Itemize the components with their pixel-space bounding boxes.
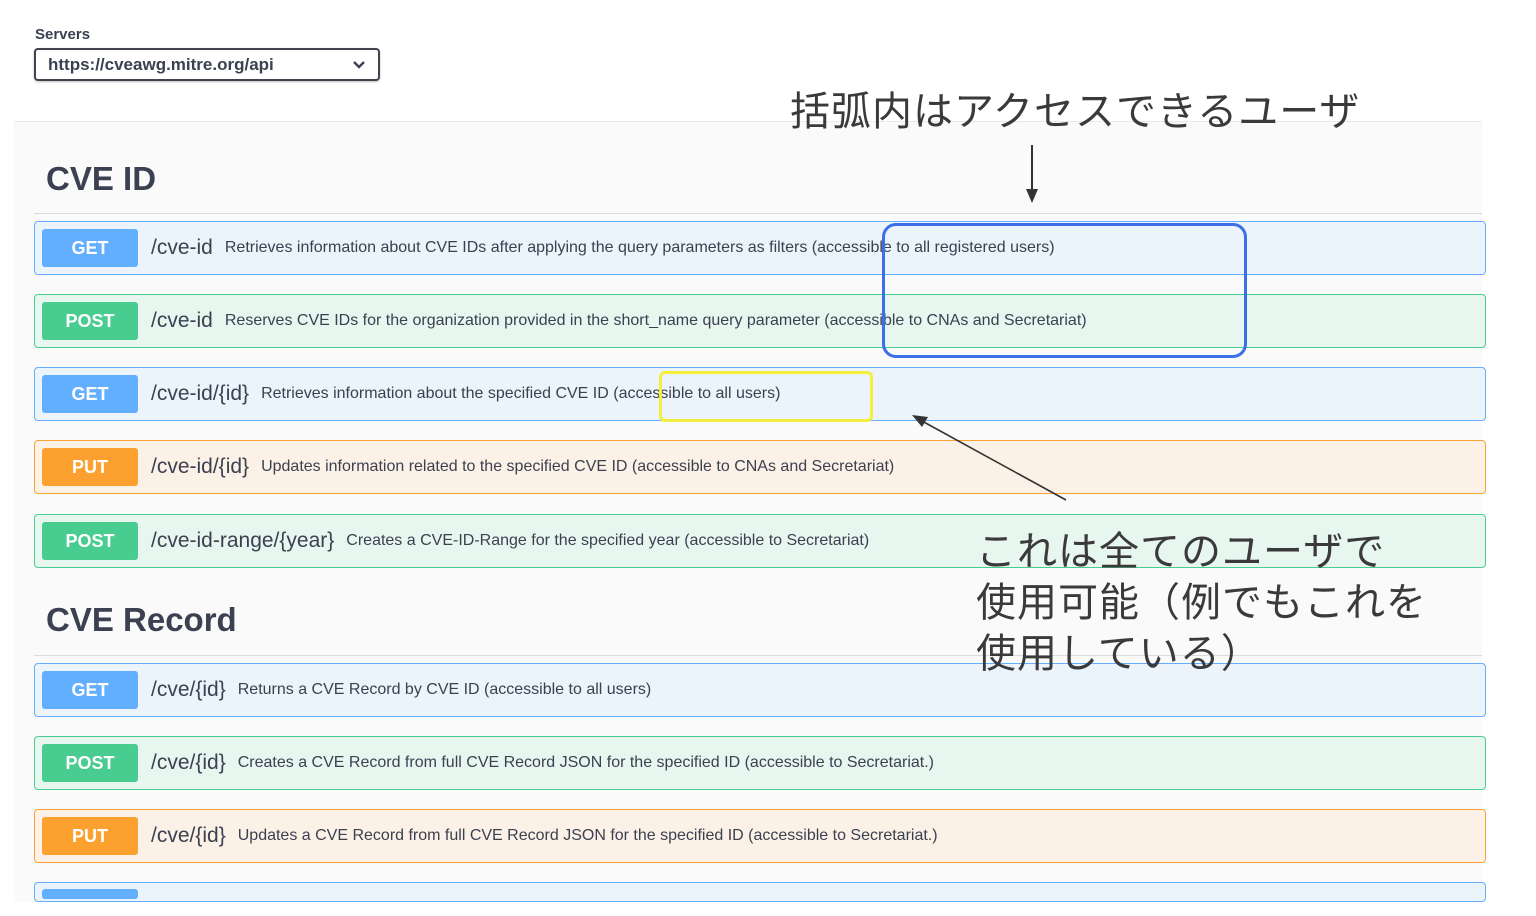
method-badge: PUT	[42, 817, 138, 855]
operation-path: /cve/{id}	[151, 751, 226, 774]
annotation-bottom-line2: 使用可能（例でもこれを	[976, 580, 1427, 626]
operation-partial-row[interactable]	[34, 882, 1486, 902]
method-badge	[42, 889, 138, 899]
chevron-down-icon	[352, 57, 366, 73]
operation-description: Returns a CVE Record by CVE ID (accessib…	[237, 681, 652, 698]
operation-description: Updates a CVE Record from full CVE Recor…	[237, 827, 938, 844]
operation-description: Retrieves information about CVE IDs afte…	[224, 239, 1055, 256]
annotation-bottom-line1: これは全てのユーザで	[976, 529, 1386, 575]
operation-put-cve-id-by-id[interactable]: PUT /cve-id/{id} Updates information rel…	[34, 440, 1486, 494]
method-badge: GET	[42, 671, 138, 709]
annotation-top-text: 括弧内はアクセスできるユーザ	[790, 89, 1361, 135]
method-badge: POST	[42, 522, 138, 560]
operation-description: Updates information related to the speci…	[261, 458, 895, 475]
operation-path: /cve-id	[151, 236, 213, 259]
operation-get-cve-id-by-id[interactable]: GET /cve-id/{id} Retrieves information a…	[34, 367, 1486, 421]
servers-label: Servers	[35, 26, 91, 43]
method-badge: POST	[42, 302, 138, 340]
operation-path: /cve-id/{id}	[151, 455, 250, 478]
section-title-cve-id[interactable]: CVE ID	[46, 160, 157, 197]
server-select[interactable]: https://cveawg.mitre.org/api	[34, 48, 380, 81]
annotation-bottom-line3: 使用している）	[976, 631, 1262, 677]
operation-post-cve-id-range[interactable]: POST /cve-id-range/{year} Creates a CVE-…	[34, 514, 1486, 568]
operation-description: Reserves CVE IDs for the organization pr…	[224, 312, 1087, 329]
operation-path: /cve/{id}	[151, 824, 226, 847]
operation-description: Creates a CVE Record from full CVE Recor…	[237, 754, 934, 771]
method-badge: POST	[42, 744, 138, 782]
operation-path: /cve-id/{id}	[151, 382, 250, 405]
section-divider	[34, 655, 1482, 656]
section-title-cve-record[interactable]: CVE Record	[46, 601, 237, 638]
operation-path: /cve/{id}	[151, 678, 226, 701]
section-divider	[34, 213, 1482, 214]
operation-description: Retrieves information about the specifie…	[261, 385, 781, 402]
operation-path: /cve-id	[151, 309, 213, 332]
server-select-value: https://cveawg.mitre.org/api	[48, 54, 274, 74]
operation-path: /cve-id-range/{year}	[151, 529, 335, 552]
highlight-box-yellow	[659, 371, 873, 422]
operation-post-cve-id[interactable]: POST /cve-id Reserves CVE IDs for the or…	[34, 294, 1486, 348]
operation-post-cve-record[interactable]: POST /cve/{id} Creates a CVE Record from…	[34, 736, 1486, 790]
operation-get-cve-id[interactable]: GET /cve-id Retrieves information about …	[34, 221, 1486, 275]
highlight-box-blue	[882, 223, 1247, 358]
method-badge: GET	[42, 229, 138, 267]
operation-description: Creates a CVE-ID-Range for the specified…	[346, 532, 870, 549]
operation-put-cve-record[interactable]: PUT /cve/{id} Updates a CVE Record from …	[34, 809, 1486, 863]
method-badge: GET	[42, 375, 138, 413]
operation-get-cve-record[interactable]: GET /cve/{id} Returns a CVE Record by CV…	[34, 663, 1486, 717]
method-badge: PUT	[42, 448, 138, 486]
